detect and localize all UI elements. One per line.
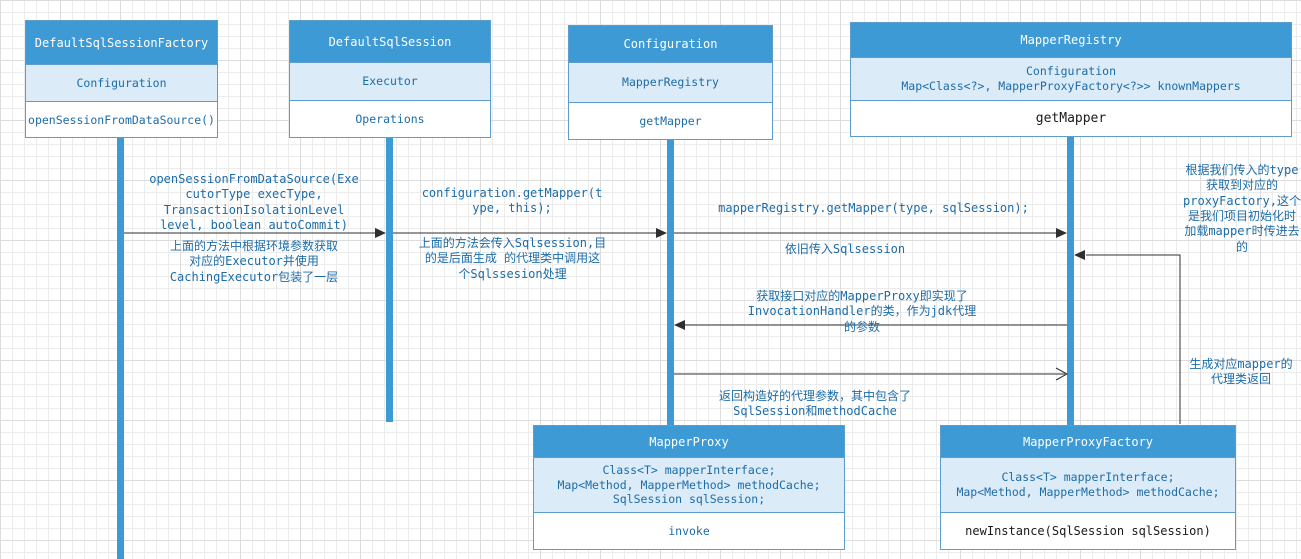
class-box-mapperproxyfactory: MapperProxyFactory Class<T> mapperInterf…	[940, 425, 1236, 550]
arrow-return-mapperproxy	[674, 320, 1067, 330]
class-method: openSessionFromDataSource()	[26, 102, 217, 137]
note-proxyfactory-lookup: 根据我们传入的type 获取到对应的 proxyFactory,这个 是我们项目…	[1183, 163, 1301, 254]
class-title: MapperProxy	[534, 426, 844, 458]
message-label-get-mapperproxy: 获取接口对应的MapperProxy即实现了 InvocationHandler…	[747, 289, 977, 334]
arrow-opensession	[124, 228, 386, 238]
class-method: invoke	[534, 513, 844, 549]
note-generate-proxy-return: 生成对应mapper的 代理类返回	[1189, 357, 1293, 387]
class-box-mapperregistry: MapperRegistry Configuration Map<Class<?…	[850, 22, 1292, 137]
class-title: MapperRegistry	[851, 23, 1291, 58]
class-attribute: Configuration Map<Class<?>, MapperProxyF…	[851, 58, 1291, 101]
arrow-getmapper-registry	[674, 228, 1067, 238]
class-method: getMapper	[851, 101, 1291, 136]
class-box-configuration: Configuration MapperRegistry getMapper	[568, 25, 773, 140]
message-label-opensession: openSessionFromDataSource(Exe cutorType …	[149, 172, 359, 233]
class-box-defaultsqlsessionfactory: DefaultSqlSessionFactory Configuration o…	[25, 20, 218, 138]
class-title: Configuration	[569, 26, 772, 63]
class-method: getMapper	[569, 103, 772, 139]
lifeline-defaultsqlsession	[386, 137, 393, 422]
note-executor-wrapping: 上面的方法中根据环境参数获取 对应的Executor并使用 CachingExe…	[169, 239, 339, 284]
message-label-return-proxy-params: 返回构造好的代理参数，其中包含了 SqlSession和methodCache	[718, 389, 911, 419]
lifeline-defaultsqlsessionfactory	[117, 137, 124, 559]
class-attribute: MapperRegistry	[569, 63, 772, 103]
class-box-defaultsqlsession: DefaultSqlSession Executor Operations	[289, 20, 491, 138]
class-attribute: Configuration	[26, 65, 217, 102]
arrow-getmapper-configuration	[393, 228, 667, 238]
lifeline-mapperregistry	[1067, 136, 1074, 425]
lifeline-configuration	[667, 139, 674, 425]
message-label-getmapper-registry: mapperRegistry.getMapper(type, sqlSessio…	[718, 201, 1029, 215]
class-attribute: Executor	[290, 63, 490, 101]
message-label-getmapper-configuration: configuration.getMapper(t ype, this);	[421, 186, 603, 216]
class-title: DefaultSqlSession	[290, 21, 490, 63]
class-attribute: Class<T> mapperInterface; Map<Method, Ma…	[534, 458, 844, 513]
arrow-newinstance-return-loop	[1074, 250, 1181, 424]
note-still-sqlsession: 依旧传入Sqlsession	[784, 242, 906, 256]
arrow-return-proxy-params	[674, 367, 1069, 381]
class-method: Operations	[290, 101, 490, 137]
class-attribute: Class<T> mapperInterface; Map<Method, Ma…	[941, 458, 1235, 513]
class-title: MapperProxyFactory	[941, 426, 1235, 458]
class-title: DefaultSqlSessionFactory	[26, 21, 217, 65]
note-pass-sqlsession: 上面的方法会传入Sqlsession,目 的是后面生成 的代理类中调用这 个Sq…	[418, 236, 607, 281]
class-method: newInstance(SqlSession sqlSession)	[941, 513, 1235, 549]
class-box-mapperproxy: MapperProxy Class<T> mapperInterface; Ma…	[533, 425, 845, 550]
